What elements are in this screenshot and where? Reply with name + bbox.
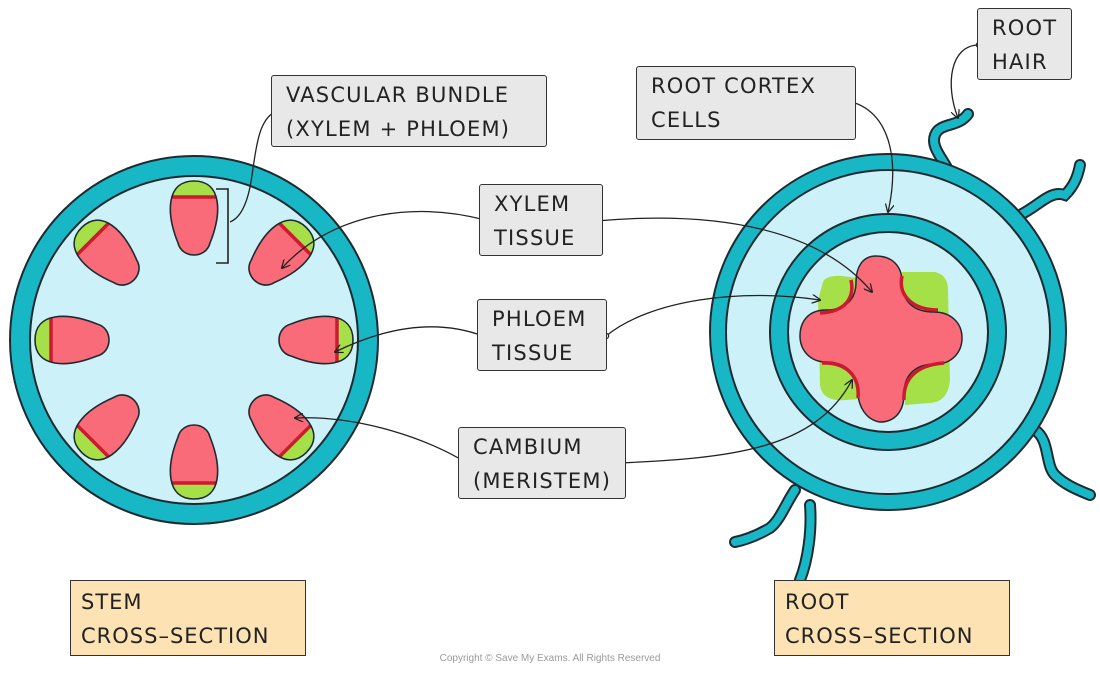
caption-line: STEM — [81, 590, 143, 614]
root-cross-section — [709, 108, 1096, 631]
label-line: (XYLEM + PHLOEM) — [286, 117, 511, 141]
caption-line: CROSS–SECTION — [81, 624, 270, 648]
label-line: ROOT — [992, 16, 1058, 40]
label-line: TISSUE — [492, 341, 574, 365]
label-xylem-tissue: XYLEM TISSUE — [479, 184, 603, 256]
xylem-region — [170, 425, 218, 499]
vascular-bundle-bracket — [216, 188, 229, 264]
xylem-region — [170, 181, 218, 255]
arrow-phloem-root — [605, 296, 820, 337]
label-line: PHLOEM — [492, 307, 587, 331]
label-root-cortex-cells: ROOT CORTEX CELLS — [636, 66, 856, 140]
arrow-phloem-stem — [335, 326, 484, 352]
label-vascular-bundle: VASCULAR BUNDLE (XYLEM + PHLOEM) — [271, 75, 547, 147]
arrow-root-cortex — [847, 100, 893, 212]
label-line: HAIR — [992, 50, 1048, 74]
root-cambium — [899, 275, 939, 312]
bundle-outline — [169, 424, 219, 500]
root-cambium — [819, 279, 854, 315]
label-line: TISSUE — [494, 226, 576, 250]
cambium-line — [272, 216, 318, 262]
label-line: XYLEM — [494, 192, 571, 216]
arrow-xylem-stem — [282, 210, 486, 268]
leader-vascular-bundle — [229, 110, 278, 223]
label-root-hair: ROOT HAIR — [977, 8, 1072, 80]
arrow-xylem-root — [595, 217, 872, 292]
bundle-outline — [169, 180, 219, 256]
caption-line: ROOT — [785, 590, 850, 614]
cambium-line — [70, 418, 116, 464]
bundle-outline — [278, 315, 354, 365]
caption-stem-cross-section: STEM CROSS–SECTION — [70, 580, 306, 656]
xylem-region — [35, 316, 109, 364]
label-cambium: CAMBIUM (MERISTEM) — [458, 427, 626, 499]
bundle-outline — [248, 394, 315, 461]
label-line: (MERISTEM) — [473, 469, 612, 493]
vascular-bundle — [169, 180, 219, 256]
caption-line: CROSS–SECTION — [785, 624, 974, 648]
root-cambium — [902, 361, 945, 401]
label-line: ROOT CORTEX — [651, 74, 817, 98]
label-line: CELLS — [651, 108, 722, 132]
cambium-line — [272, 418, 318, 464]
cambium-line — [70, 216, 116, 262]
phloem-region — [170, 181, 218, 197]
root-hair — [1016, 161, 1084, 219]
label-line: VASCULAR BUNDLE — [286, 83, 510, 107]
vascular-bundle — [169, 424, 219, 500]
label-line: CAMBIUM — [473, 435, 583, 459]
label-phloem-tissue: PHLOEM TISSUE — [477, 299, 607, 371]
phloem-region — [170, 483, 218, 499]
bundle-outline — [73, 219, 140, 286]
bundle-outline — [73, 394, 140, 461]
bundle-outline — [34, 315, 110, 365]
root-cambium — [821, 361, 860, 399]
copyright-notice: Copyright © Save My Exams. All Rights Re… — [439, 653, 661, 664]
caption-root-cross-section: ROOT CROSS–SECTION — [774, 580, 1010, 656]
root-hair — [731, 486, 799, 546]
root-hair — [1031, 426, 1094, 499]
bundle-outline — [248, 219, 315, 286]
root-xylem — [799, 255, 963, 423]
arrow-root-hair — [950, 44, 980, 118]
arrow-cambium-root — [619, 380, 852, 464]
arrow-cambium-stem — [295, 418, 466, 463]
